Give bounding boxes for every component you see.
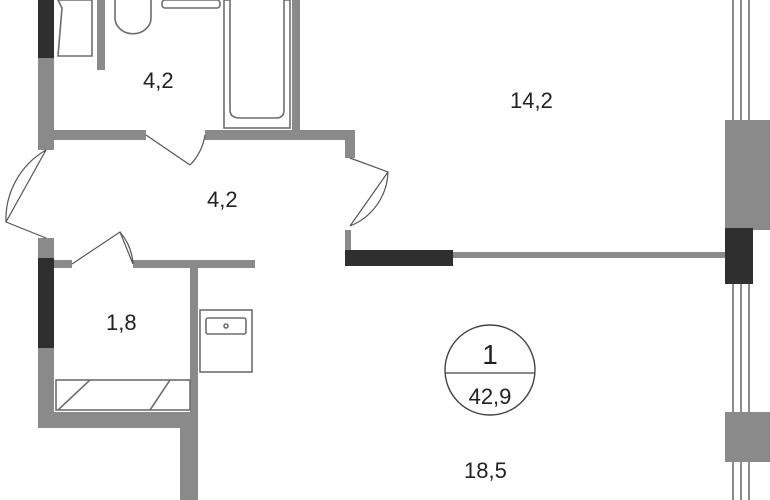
room-area-storage: 1,8	[106, 310, 137, 335]
counter-icon	[55, 379, 191, 411]
toilet-icon	[114, 0, 152, 35]
basin-icon	[161, 0, 221, 9]
wall-divider-thin	[453, 252, 725, 258]
room-area-living: 14,2	[510, 88, 553, 113]
windows	[732, 0, 750, 500]
wall-bath-bottom	[54, 130, 146, 140]
wall-storage-top-right	[133, 260, 255, 268]
room-area-hallway: 4,2	[207, 187, 238, 212]
bathtub-inner-icon	[229, 0, 285, 119]
wall-bottom-stub	[180, 428, 198, 500]
living-door-icon	[349, 157, 389, 227]
badge-rooms-count: 1	[482, 339, 498, 370]
doors	[5, 134, 389, 265]
room-labels: 4,2 14,2 4,2 1,8 18,5	[106, 68, 553, 483]
wall-bath-mid	[97, 0, 105, 70]
counter-diagonal	[57, 379, 91, 411]
wall-bath-bottom-right	[205, 130, 355, 140]
room-area-kitchen-room: 18,5	[464, 458, 507, 483]
badge-circle	[444, 324, 536, 416]
bathroom-door-icon	[145, 134, 206, 166]
wall-right-pier-lower	[725, 412, 770, 462]
entrance-door-icon	[5, 149, 47, 239]
kitchen-fixtures	[55, 309, 253, 411]
wall-divider-dark	[345, 250, 453, 266]
faucet-icon	[223, 323, 229, 329]
wall-hall-right	[345, 130, 355, 158]
room-area-bathroom: 4,2	[143, 68, 174, 93]
wall-left-lower-dark	[38, 258, 54, 348]
wall-right-pier-dark	[725, 228, 753, 284]
wall-storage-right	[190, 268, 198, 500]
walls	[38, 0, 770, 500]
wall-storage-top	[54, 260, 72, 268]
storage-door-icon	[71, 231, 134, 265]
wall-bottom-left	[38, 412, 198, 428]
wall-bath-right	[292, 0, 300, 132]
wall-right-pier-upper	[725, 120, 770, 230]
sink-icon	[57, 0, 93, 57]
wall-hall-right-lower	[345, 230, 351, 250]
counter-diagonal-2	[149, 379, 171, 411]
wall-left-upper-dark	[38, 0, 54, 58]
badge-total-area: 42,9	[469, 384, 512, 409]
bathroom-fixtures	[57, 0, 291, 129]
apartment-badge: 1 42,9	[444, 324, 536, 416]
